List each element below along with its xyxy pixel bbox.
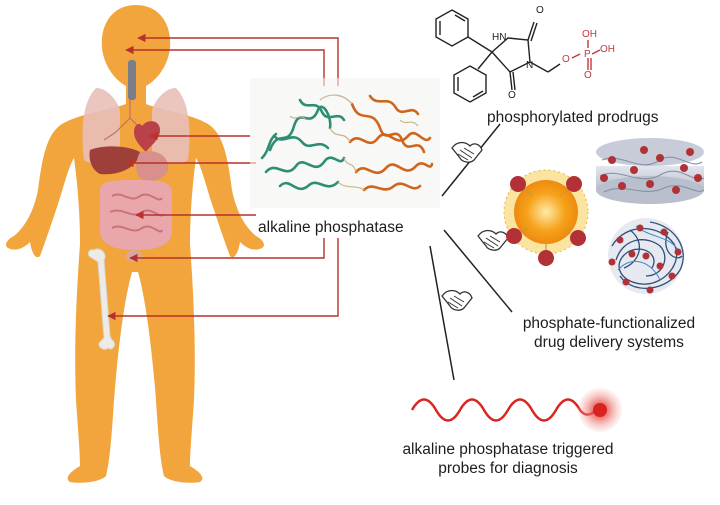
tissue-arrows: [107, 33, 339, 321]
atom-o-bottom: O: [508, 90, 516, 101]
prodrugs-label: phosphorylated prodrugs: [487, 109, 659, 126]
atom-p: P: [584, 49, 591, 60]
atom-o-top: O: [536, 5, 544, 16]
liver-icon: [89, 146, 140, 175]
probe-wave-icon: [410, 388, 622, 432]
delivery-label-line2: drug delivery systems: [534, 334, 684, 351]
phenyl-ring-1: [435, 9, 469, 47]
handshake-icon: [451, 141, 483, 163]
polymer-nanoparticle-icon: [608, 218, 684, 294]
heart-icon: [134, 121, 160, 152]
atom-oh-top: OH: [582, 29, 597, 40]
atom-nh: HN: [492, 32, 507, 43]
phenyl-ring-2: [453, 65, 487, 103]
stomach-icon: [136, 150, 169, 181]
delivery-label-line1: phosphate-functionalized: [522, 315, 696, 332]
atom-n: N: [526, 60, 534, 71]
trachea-icon: [128, 60, 136, 100]
enzyme-structure-icon: [250, 78, 440, 208]
bladder-icon: [126, 250, 142, 262]
probes-label-line2: probes for diagnosis: [438, 460, 578, 477]
phosphate-group: [571, 40, 601, 70]
human-body-icon: [6, 5, 264, 483]
atom-o-double: O: [584, 70, 592, 81]
bone-icon: [87, 248, 115, 350]
nanoparticle-icon: [503, 169, 589, 266]
probes-label-line1: alkaline phosphatase triggered: [402, 441, 614, 458]
lungs-icon: [82, 88, 190, 164]
handshake-icon: [477, 229, 509, 251]
enzyme-label: alkaline phosphatase: [258, 219, 404, 236]
handshake-icon: [441, 289, 473, 311]
atom-oh-right: OH: [600, 44, 615, 55]
atom-o-link: O: [562, 54, 570, 65]
hydantoin-ring: [491, 37, 531, 73]
nanotube-icon: [596, 138, 705, 204]
molecule-icon: [435, 9, 561, 103]
